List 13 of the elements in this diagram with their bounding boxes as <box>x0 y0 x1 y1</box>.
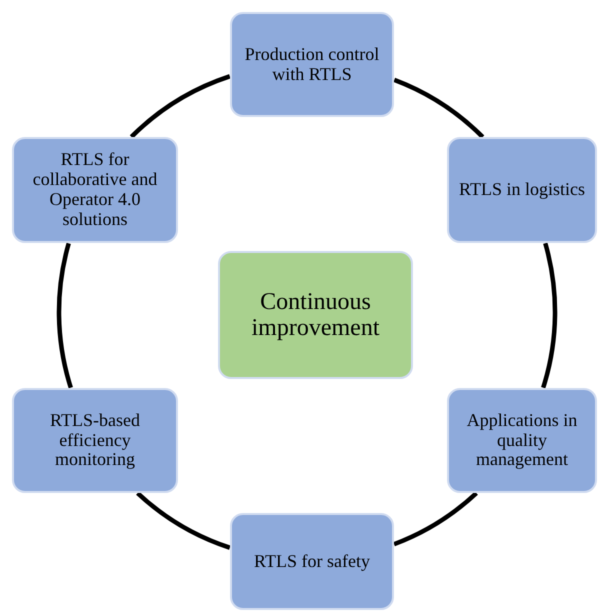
process-box: Continuous improvement <box>218 251 413 379</box>
connector-arc <box>57 242 73 388</box>
connector-arc <box>136 491 231 550</box>
connector-arc <box>393 491 478 546</box>
process-box: RTLS-based efficiency monitoring <box>12 388 178 493</box>
process-box: RTLS for collaborative and Operator 4.0 solutions <box>12 137 178 243</box>
connector-arc <box>130 74 231 139</box>
process-box: RTLS for safety <box>230 513 394 610</box>
connector-arc <box>393 78 484 139</box>
process-box: Applications in quality management <box>447 388 597 493</box>
connector-arc <box>541 242 558 388</box>
process-box: Production control with RTLS <box>230 12 394 117</box>
process-box: RTLS in logistics <box>447 137 597 243</box>
